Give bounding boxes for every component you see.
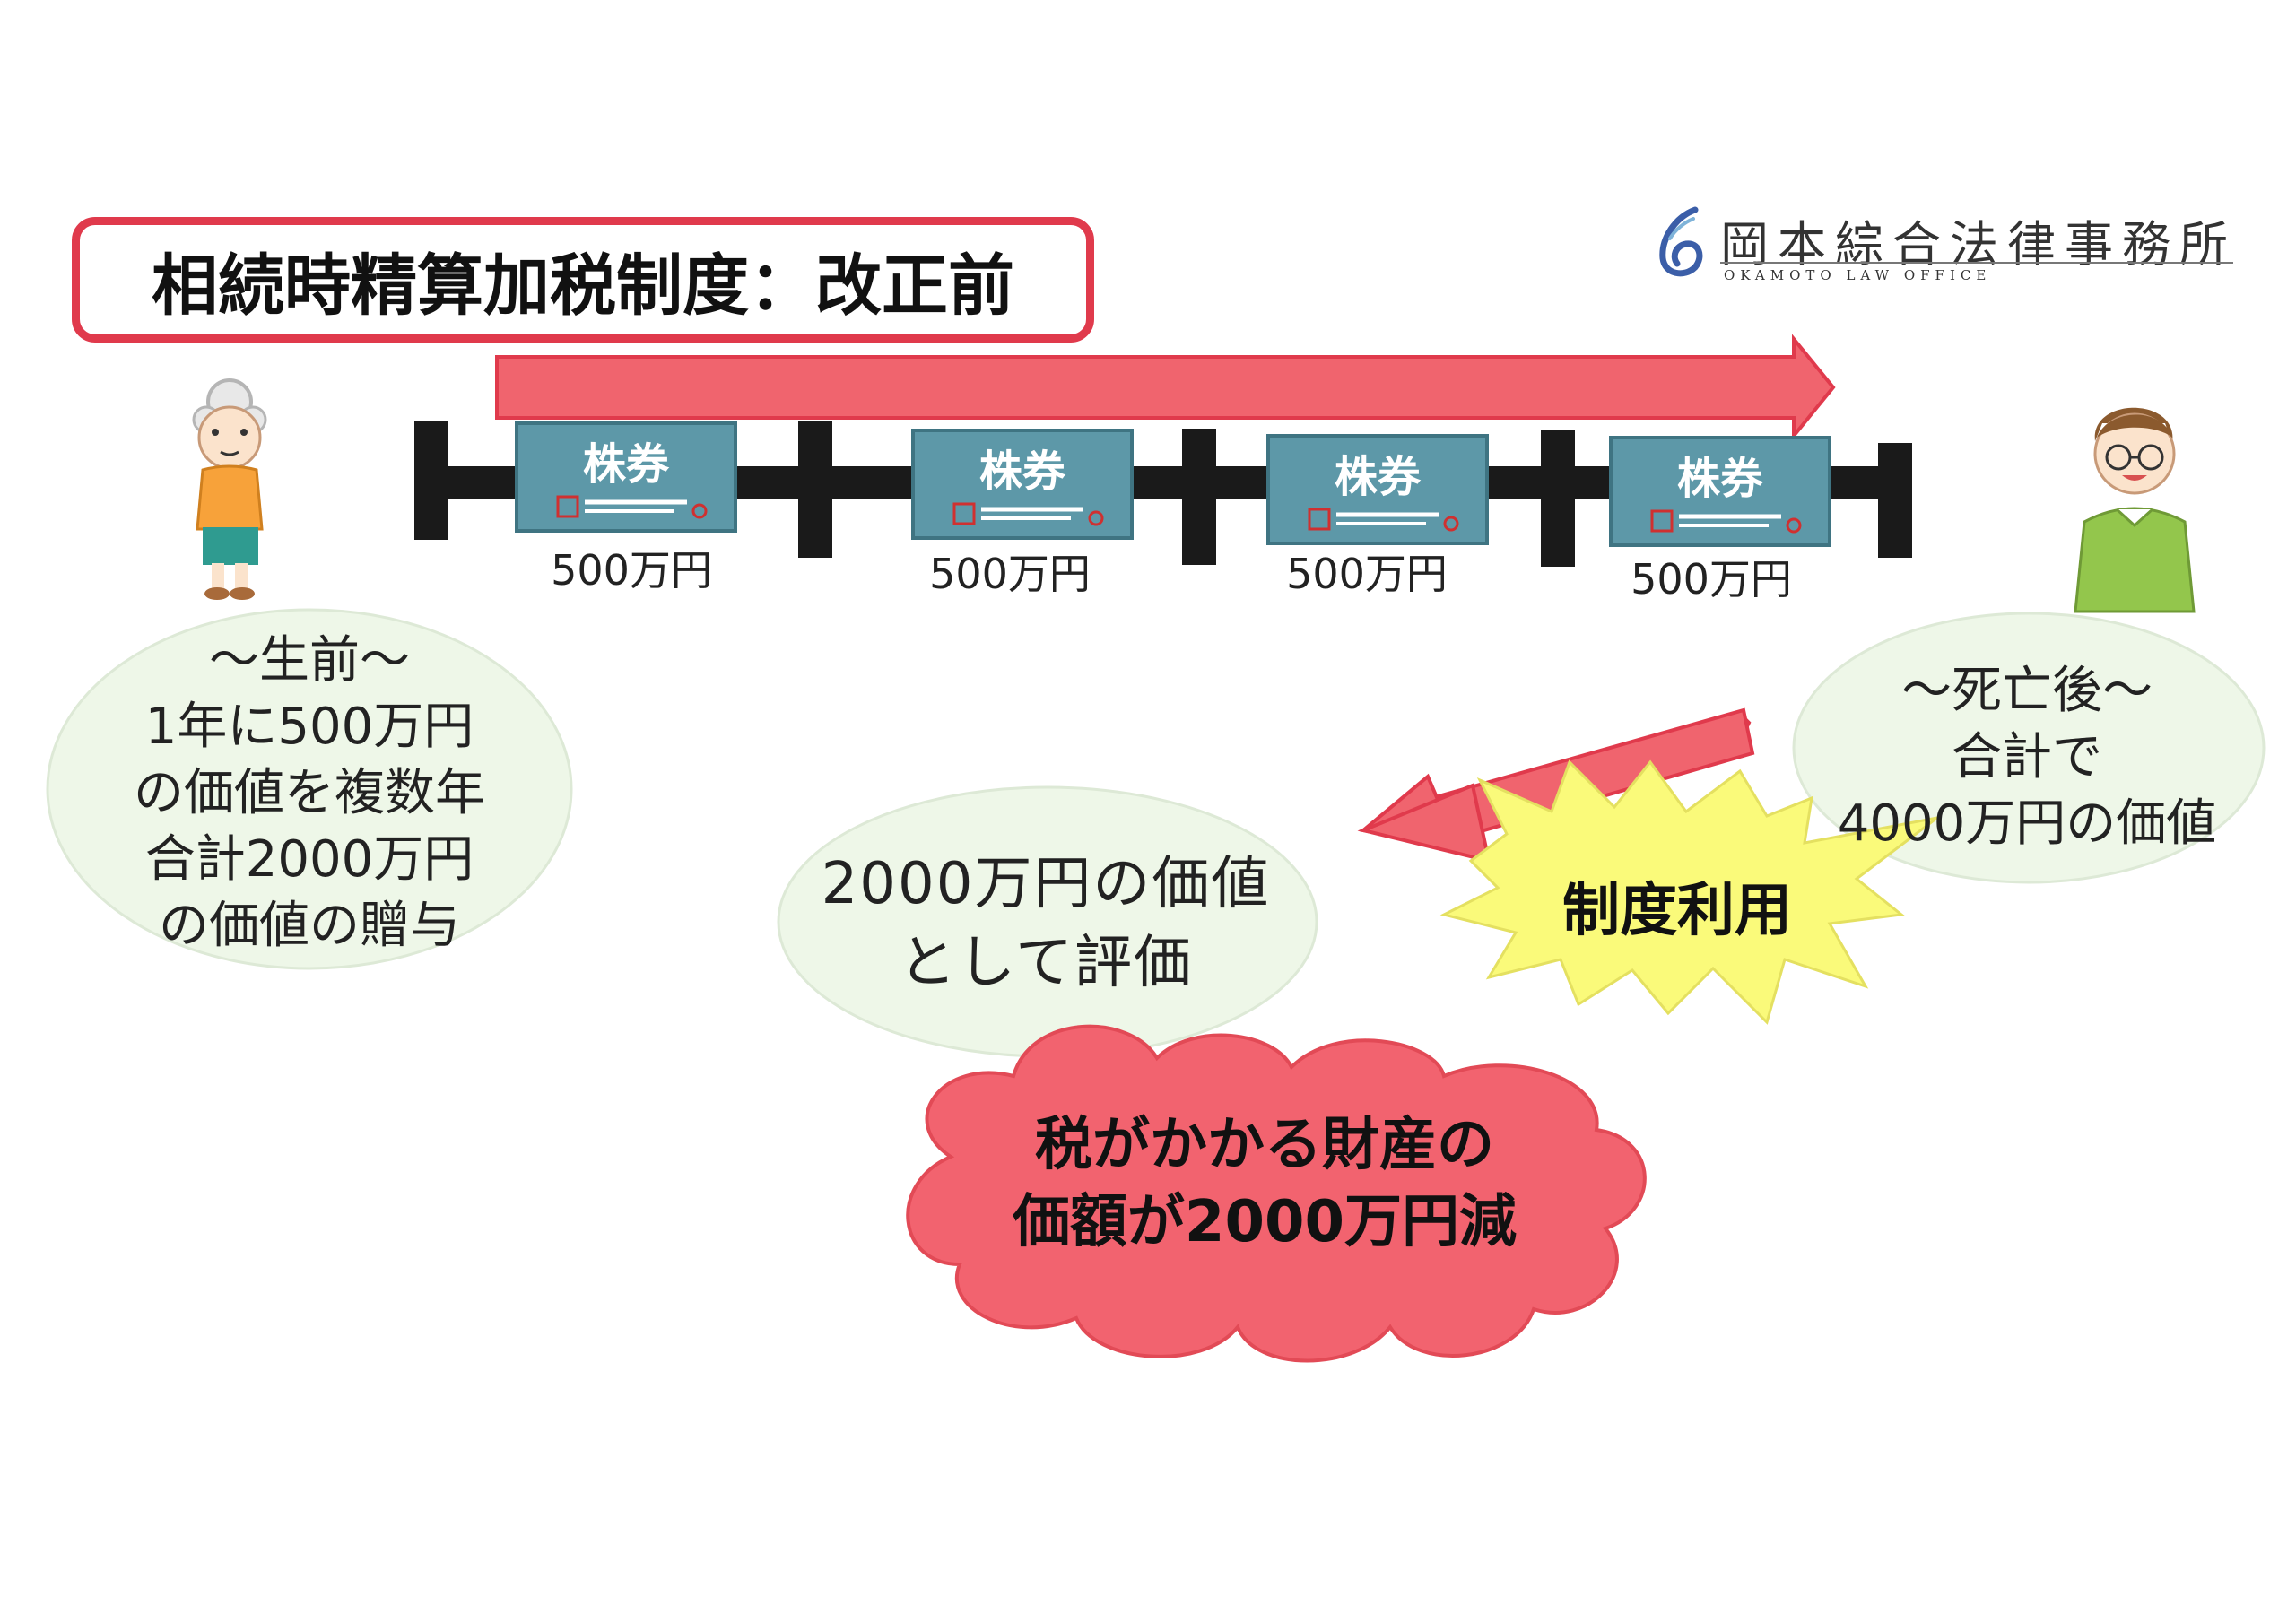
stock-amount: 500万円 — [551, 546, 712, 595]
bubble-line: 2000万円の価値 — [821, 851, 1271, 917]
svg-text:株券: 株券 — [1677, 454, 1764, 504]
usage-burst-label: 制度利用 — [1562, 878, 1792, 944]
stock-amount: 500万円 — [1631, 555, 1792, 603]
tax-cloud — [906, 1024, 1647, 1363]
stock-certificate: 株券 — [911, 429, 1134, 540]
logo-mark-icon — [1659, 206, 1703, 277]
timeline-tick — [414, 421, 448, 540]
timeline-tick — [798, 421, 832, 558]
bubble-line: として評価 — [898, 930, 1194, 996]
logo-subtitle: OKAMOTO LAW OFFICE — [1724, 267, 1992, 283]
valuation-text: 2000万円の価値 として評価 — [777, 789, 1315, 1058]
usage-burst — [1439, 759, 1938, 1025]
son-icon — [2074, 407, 2196, 613]
cloud-line: 価額が2000万円減 — [1012, 1189, 1518, 1255]
grandmother-icon — [192, 378, 267, 600]
bubble-line: ～死亡後～ — [1900, 662, 2152, 720]
page-title: 相続時精算加税制度：改正前 — [72, 217, 1094, 343]
bubble-line: 1年に500万円 — [144, 698, 474, 756]
stock-amount: 500万円 — [1286, 550, 1448, 598]
return-arrow-head — [1357, 783, 1492, 864]
timeline-arrow — [495, 334, 1836, 441]
bubble-line: 4000万円の価値 — [1837, 794, 2217, 853]
svg-text:株券: 株券 — [583, 439, 670, 490]
timeline-tick — [1182, 429, 1216, 565]
logo-divider — [1720, 262, 2233, 264]
bubble-line: 合計で — [1951, 728, 2102, 786]
cloud-line: 税がかかる財産の — [1035, 1112, 1494, 1178]
svg-text:株券: 株券 — [1335, 452, 1422, 502]
stock-amount: 500万円 — [929, 550, 1091, 598]
stock-certificate: 株券 — [515, 421, 737, 533]
bubble-line: 合計2000万円 — [144, 830, 474, 889]
stock-certificate: 株券 — [1609, 436, 1831, 547]
bubble-line: ～生前～ — [209, 631, 410, 690]
lifetime-gift-text: ～生前～ 1年に500万円 の価値を複数年 合計2000万円 の価値の贈与 — [45, 614, 574, 973]
stock-certificate: 株券 — [1266, 434, 1489, 545]
right-bubble — [1792, 612, 2266, 884]
after-death-text: ～死亡後～ 合計で 4000万円の価値 — [1794, 623, 2260, 892]
left-bubble — [46, 608, 573, 970]
tax-reduction-text: 税がかかる財産の 価額が2000万円減 — [897, 1094, 1632, 1273]
svg-text:株券: 株券 — [979, 447, 1066, 497]
bubble-line: の価値の贈与 — [159, 897, 460, 955]
timeline-tick — [1878, 443, 1912, 558]
timeline-tick — [1541, 430, 1575, 567]
bubble-line: の価値を複数年 — [134, 764, 485, 822]
